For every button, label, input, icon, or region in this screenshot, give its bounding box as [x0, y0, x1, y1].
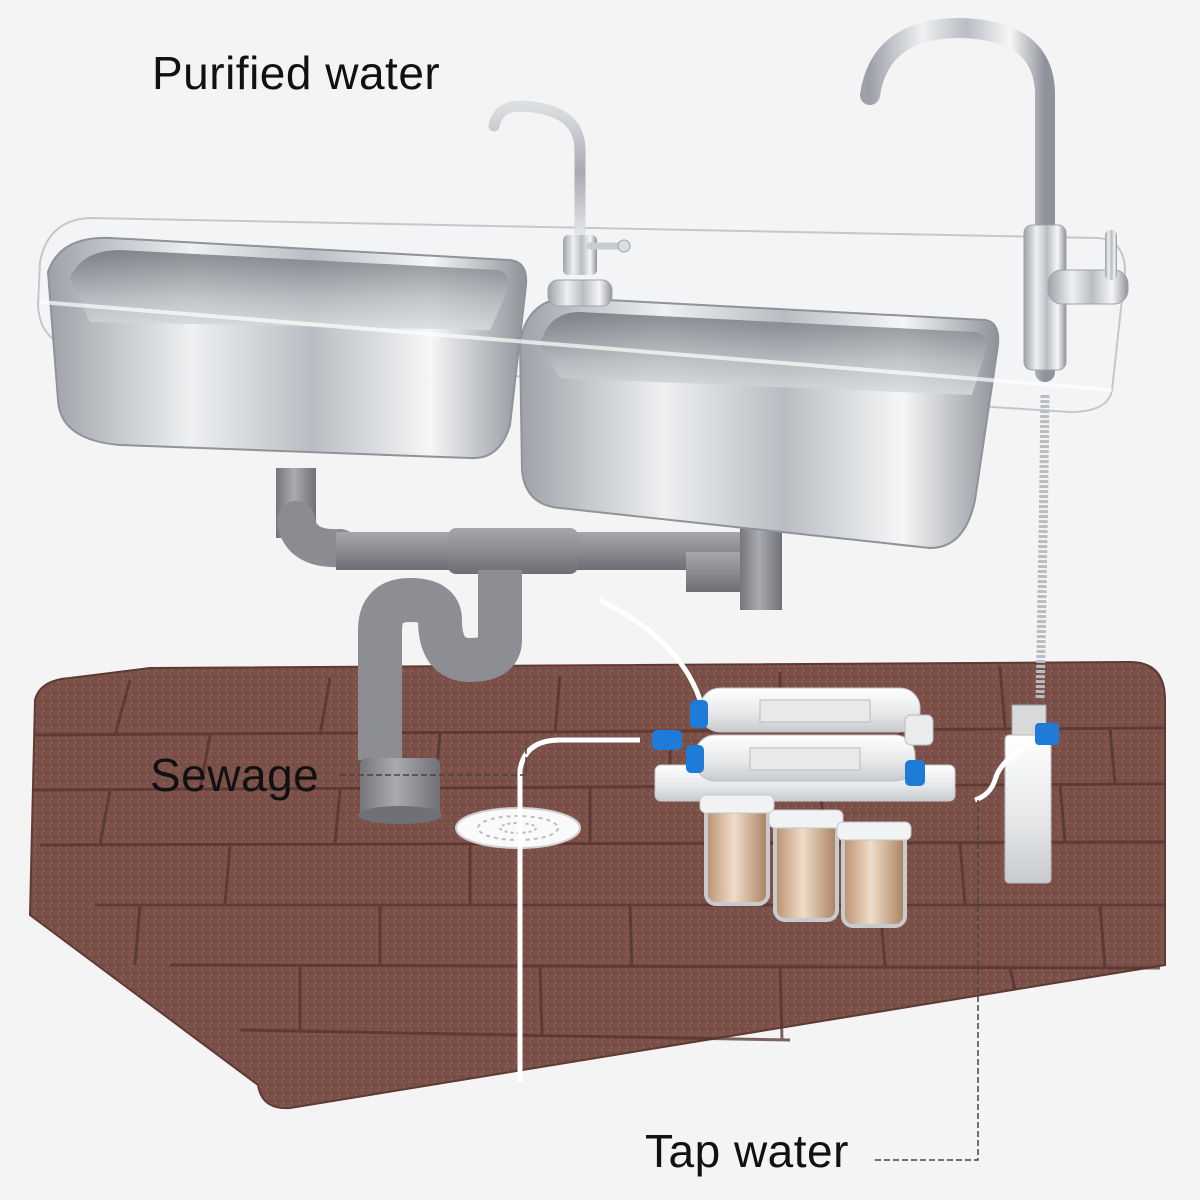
- leader-lines: [340, 742, 979, 1161]
- filter-system: [652, 687, 956, 928]
- tap-water-label: Tap water: [645, 1125, 849, 1177]
- purified-water-faucet: [488, 100, 631, 307]
- tubing: [517, 597, 1032, 1082]
- filter-canisters: [699, 794, 912, 928]
- purified-water-label: Purified water: [152, 47, 441, 99]
- sewage-label: Sewage: [150, 749, 320, 801]
- water-supply-pipe: [1004, 704, 1059, 884]
- tap-water-leader-line: [875, 800, 979, 1161]
- floor-mat: [28, 660, 1166, 1110]
- sewage-leader-line: [340, 742, 527, 776]
- double-sink: [36, 216, 1127, 550]
- tap-water-faucet: [860, 17, 1129, 701]
- drain-pipe-assembly: [276, 468, 782, 824]
